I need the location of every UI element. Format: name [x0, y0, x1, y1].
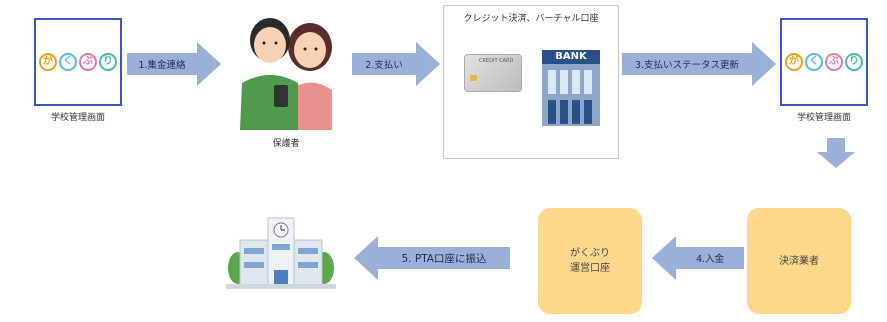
arrow-head [354, 236, 378, 280]
operation-account-box: がくぶり 運営口座 [538, 208, 642, 314]
gakupuri-logo: が く ぶ り [39, 53, 117, 71]
logo-char: ぶ [825, 53, 843, 71]
arrow-step2: 2.支払い [352, 42, 440, 86]
settlement-company-box: 決済業者 [747, 208, 851, 314]
left-admin-caption: 学校管理画面 [50, 113, 105, 123]
arrow-step4: 4.入金 [652, 236, 744, 280]
arrow-head [652, 236, 676, 280]
bank-sign: BANK [542, 50, 600, 64]
card-chip [470, 75, 477, 81]
logo-char: が [39, 53, 57, 71]
logo-char: り [99, 53, 117, 71]
arrow-head [197, 42, 221, 86]
right-admin-caption: 学校管理画面 [796, 113, 851, 123]
payment-panel: クレジット決済、バーチャル口座 CREDIT CARD BANK [443, 5, 619, 159]
settlement-label: 決済業者 [779, 255, 819, 267]
gakupuri-logo: が く ぶ り [785, 53, 863, 71]
logo-char: が [785, 53, 803, 71]
arrow-head [416, 42, 440, 86]
logo-char: く [59, 53, 77, 71]
guardian-caption: 保護者 [272, 139, 300, 149]
arrow-down [817, 138, 855, 168]
arrow-step3-label: 3.支払いステータス更新 [622, 53, 752, 75]
operation-account-label: がくぶり 運営口座 [570, 248, 610, 274]
arrow-step2-label: 2.支払い [352, 53, 416, 75]
credit-card-icon: CREDIT CARD [464, 54, 522, 92]
school-illustration [226, 217, 336, 289]
logo-char: く [805, 53, 823, 71]
right-admin-screen: が く ぶ り [780, 18, 868, 106]
logo-char: り [845, 53, 863, 71]
arrow-step3: 3.支払いステータス更新 [622, 42, 776, 86]
arrow-head [752, 42, 776, 86]
logo-char: ぶ [79, 53, 97, 71]
guardian-illustration [240, 18, 332, 130]
arrow-step4-label: 4.入金 [676, 247, 744, 269]
arrow-step5: 5. PTA口座に振込 [354, 236, 510, 280]
card-text: CREDIT CARD [479, 58, 514, 64]
left-admin-screen: が く ぶ り [34, 18, 122, 106]
arrow-step1: 1.集金連絡 [127, 42, 221, 86]
payment-title: クレジット決済、バーチャル口座 [463, 14, 599, 24]
bank-icon: BANK [542, 50, 600, 126]
arrow-step5-label: 5. PTA口座に振込 [378, 247, 510, 269]
arrow-step1-label: 1.集金連絡 [127, 53, 197, 75]
bank-building [542, 64, 600, 126]
